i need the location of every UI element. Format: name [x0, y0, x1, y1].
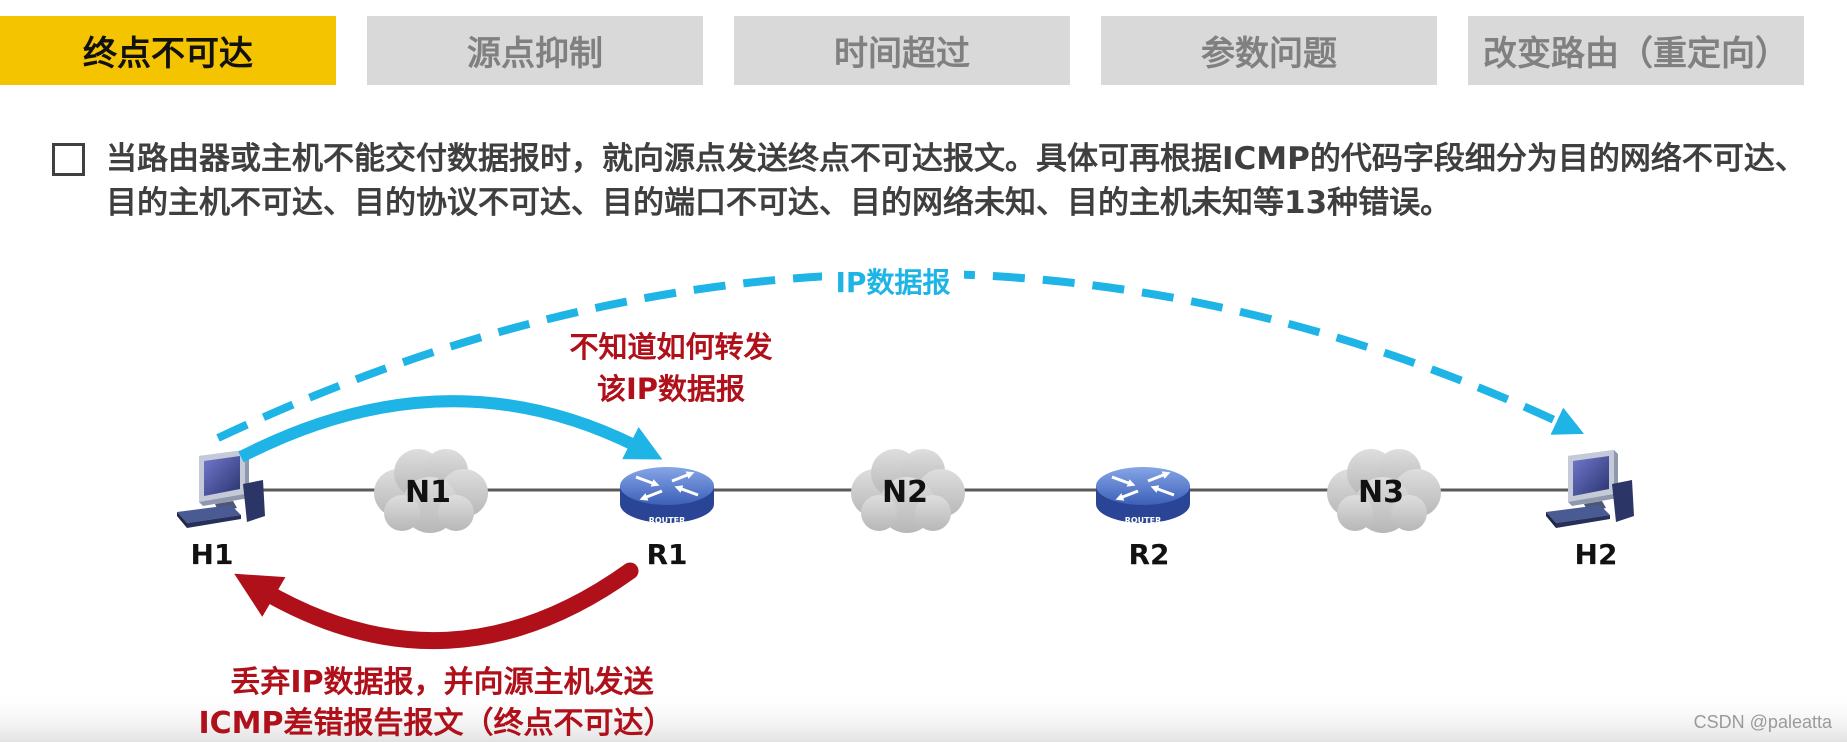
router-badge-r2: ROUTER [1125, 516, 1162, 525]
tab-label: 时间超过 [834, 34, 970, 74]
bottom-fade-band [0, 690, 1847, 742]
checkbox-icon [52, 143, 85, 176]
node-label-n3: N3 [1358, 475, 1404, 510]
bullet-line-1: 当路由器或主机不能交付数据报时，就向源点发送终点不可达报文。具体可再根据ICMP… [106, 141, 1806, 177]
watermark: CSDN @paleatta [1694, 712, 1833, 732]
ip-datagram-label-backdrop [822, 260, 964, 302]
bullet-line-2: 目的主机不可达、目的协议不可达、目的端口不可达、目的网络未知、目的主机未知等13… [106, 185, 1452, 221]
bullet-paragraph: 当路由器或主机不能交付数据报时，就向源点发送终点不可达报文。具体可再根据ICMP… [106, 137, 1839, 225]
node-label-h1: H1 [191, 538, 234, 571]
tab-destination-unreachable[interactable]: 终点不可达 [0, 16, 336, 85]
forward-arrow [238, 395, 663, 463]
node-label-n1: N1 [405, 475, 451, 510]
forward-note-line1: 不知道如何转发 [569, 330, 772, 364]
computer-icon-h1 [177, 450, 265, 528]
tab-source-quench[interactable]: 源点抑制 [367, 16, 703, 85]
forward-note-line2: 该IP数据报 [597, 372, 745, 406]
tab-label: 源点抑制 [467, 34, 603, 74]
ip-datagram-label: IP数据报 [836, 266, 951, 299]
node-label-h2: H2 [1575, 538, 1618, 571]
tab-redirect[interactable]: 改变路由（重定向） [1468, 16, 1804, 85]
tab-label: 终点不可达 [83, 34, 253, 74]
tab-label: 参数问题 [1201, 34, 1337, 74]
tab-parameter-problem[interactable]: 参数问题 [1101, 16, 1437, 85]
tab-time-exceeded[interactable]: 时间超过 [734, 16, 1070, 85]
router-icon-r1 [620, 467, 714, 523]
router-badge-r1: ROUTER [649, 516, 686, 525]
tab-label: 改变路由（重定向） [1483, 34, 1789, 74]
node-label-r2: R2 [1128, 538, 1169, 571]
router-icon-r2 [1096, 467, 1190, 523]
node-label-n2: N2 [882, 475, 928, 510]
error-report-arrow [234, 562, 639, 650]
discard-note-line2: ICMP差错报告报文（终点不可达） [198, 706, 673, 741]
node-label-r1: R1 [646, 538, 687, 571]
tab-bar: 终点不可达 源点抑制 时间超过 参数问题 改变路由（重定向） [0, 16, 1804, 85]
discard-note-line1: 丢弃IP数据报，并向源主机发送 [230, 665, 653, 700]
